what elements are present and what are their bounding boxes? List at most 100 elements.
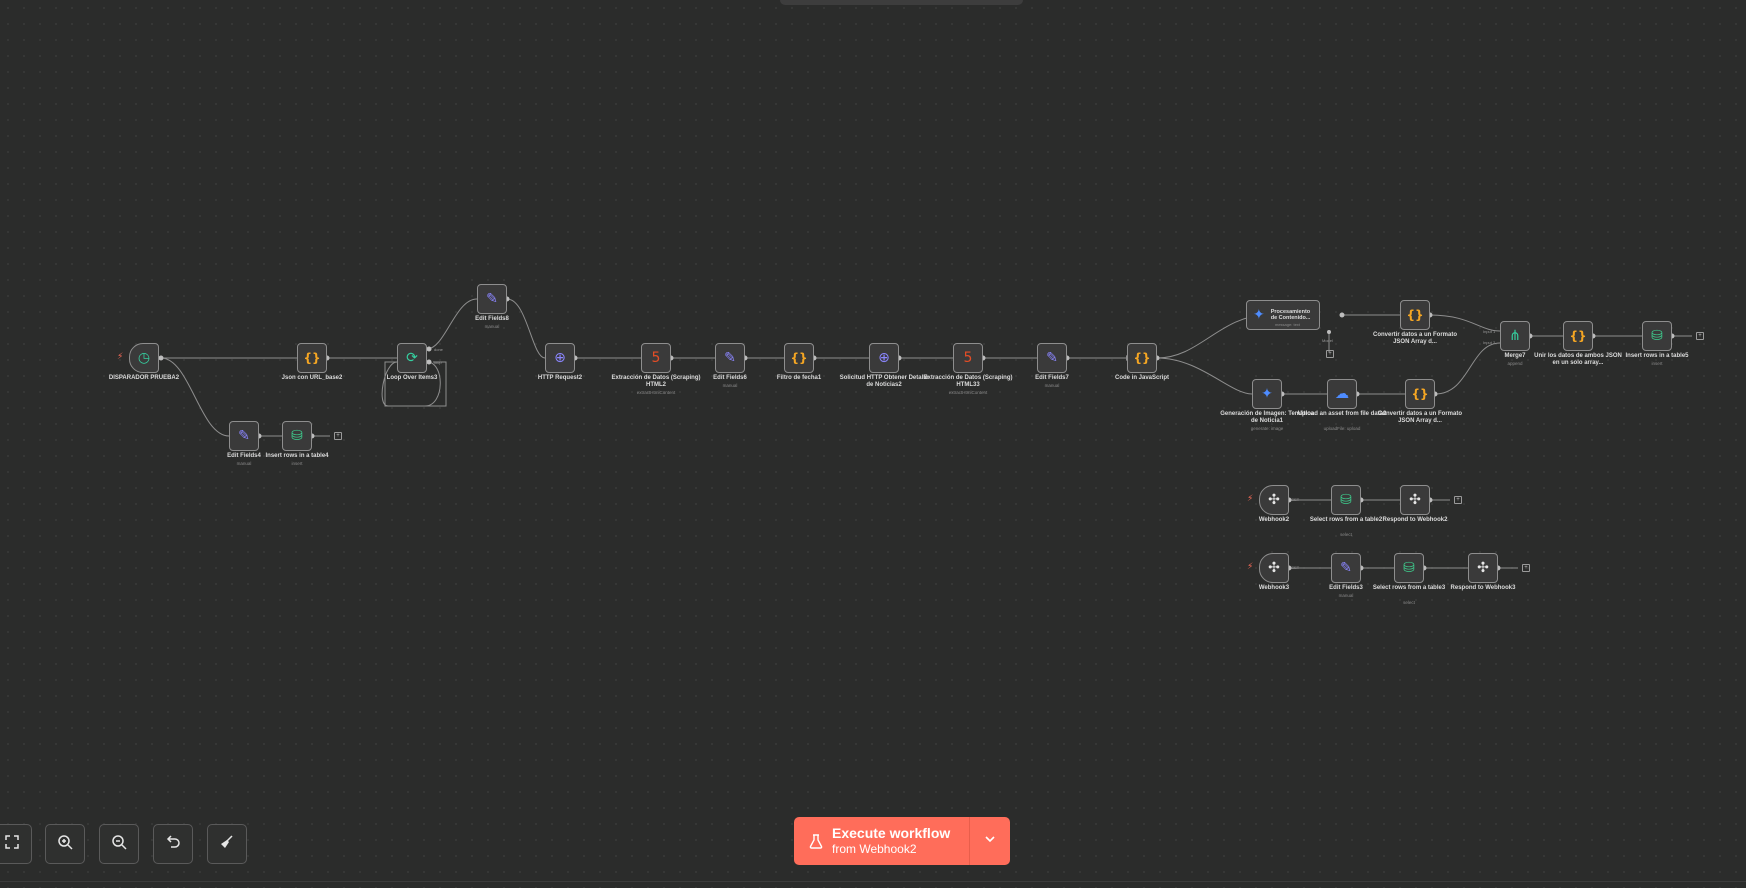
node-label: Filtro de fecha1 xyxy=(776,375,822,381)
workflow-node[interactable]: ✣ xyxy=(1468,553,1498,583)
status-divider xyxy=(0,881,1746,882)
node-label: Extracción de Datos (Scraping) HTML2 xyxy=(611,375,701,388)
flask-icon xyxy=(800,833,832,849)
node-subtitle: append xyxy=(1507,361,1523,366)
node-label: Merge7 xyxy=(1504,353,1526,359)
node-label: Upload an asset from file data2 xyxy=(1297,411,1387,417)
code-braces-icon: {} xyxy=(1569,329,1587,343)
workflow-node[interactable]: ⋔ xyxy=(1500,321,1530,351)
add-node-handle[interactable]: + xyxy=(1522,564,1530,572)
merge-icon: ⋔ xyxy=(1509,328,1521,344)
node-label: DISPARADOR PRUEBA2 xyxy=(108,375,180,381)
workflow-node[interactable]: 5 xyxy=(953,343,983,373)
workflow-node[interactable]: ⛁ xyxy=(1642,321,1672,351)
workflow-node[interactable]: {} xyxy=(784,343,814,373)
workflow-node[interactable]: ✣ xyxy=(1259,485,1289,515)
globe-icon: ⊕ xyxy=(878,350,890,366)
undo-icon xyxy=(165,834,181,855)
node-subtitle: manual xyxy=(484,324,500,329)
node-subtitle: manual xyxy=(1044,383,1060,388)
execute-workflow-label: Execute workflow xyxy=(832,825,951,841)
workflow-node[interactable]: ☁ xyxy=(1327,379,1357,409)
chevron-down-icon xyxy=(984,832,996,850)
node-label: Edit Fields7 xyxy=(1035,375,1069,381)
workflow-node[interactable]: {} xyxy=(1563,321,1593,351)
execute-workflow-button[interactable]: Execute workflow from Webhook2 xyxy=(794,817,1010,865)
code-braces-icon: {} xyxy=(303,351,321,365)
broom-icon xyxy=(219,834,235,855)
workflow-node[interactable]: ◷ xyxy=(129,343,159,373)
fit-view-button[interactable] xyxy=(0,824,32,864)
workflow-node[interactable]: ✎ xyxy=(477,284,507,314)
node-subtitle: manual xyxy=(722,383,738,388)
workflow-node[interactable]: ⛁ xyxy=(1394,553,1424,583)
workflow-node[interactable]: ⊕ xyxy=(869,343,899,373)
workflow-node[interactable]: ✦Procesamiento de Contenido...message: t… xyxy=(1246,300,1320,330)
workflow-node[interactable]: ⟳ xyxy=(397,343,427,373)
workflow-node[interactable]: ✦ xyxy=(1252,379,1282,409)
node-label: Edit Fields8 xyxy=(475,316,509,322)
port-label: done xyxy=(434,347,443,352)
zoom-out-button[interactable] xyxy=(99,824,139,864)
node-label: Extracción de Datos (Scraping) HTML33 xyxy=(923,375,1013,388)
workflow-node[interactable]: 5 xyxy=(641,343,671,373)
pencil-icon: ✎ xyxy=(1046,350,1058,366)
tidy-up-button[interactable] xyxy=(207,824,247,864)
node-label: Unir los datos de ambos JSON en un solo … xyxy=(1534,353,1622,366)
node-label: Select rows from a table2 xyxy=(1309,517,1383,523)
add-node-handle[interactable]: + xyxy=(1454,496,1462,504)
connection xyxy=(1434,342,1501,395)
port-label: GET xyxy=(1291,497,1300,502)
workflow-node[interactable]: {} xyxy=(1405,379,1435,409)
pencil-icon: ✎ xyxy=(486,291,498,307)
workflow-node[interactable]: ⛁ xyxy=(282,421,312,451)
workflow-node[interactable]: ✣ xyxy=(1259,553,1289,583)
execute-options-dropdown[interactable] xyxy=(970,817,1010,865)
node-label: Edit Fields4 xyxy=(227,453,261,459)
node-subtitle: insert xyxy=(1651,361,1663,366)
workflow-node[interactable]: ✎ xyxy=(1037,343,1067,373)
webhook-icon: ✣ xyxy=(1409,492,1421,508)
gemini-icon: ✦ xyxy=(1253,307,1265,323)
node-label: Respond to Webhook3 xyxy=(1450,585,1516,591)
connection xyxy=(160,357,230,437)
zoom-out-icon xyxy=(111,834,127,855)
node-label: Insert rows in a table5 xyxy=(1625,353,1689,359)
node-subtitle: extractHtmlContent xyxy=(636,390,676,395)
workflow-node[interactable]: ⊕ xyxy=(545,343,575,373)
loop-icon: ⟳ xyxy=(406,350,418,366)
workflow-node[interactable]: ⛁ xyxy=(1331,485,1361,515)
pencil-icon: ✎ xyxy=(1340,560,1352,576)
workflow-node[interactable]: ✣ xyxy=(1400,485,1430,515)
code-braces-icon: {} xyxy=(1406,308,1424,322)
add-node-handle[interactable]: + xyxy=(1326,350,1334,358)
trigger-bolt-icon: ⚡ xyxy=(1247,494,1254,504)
node-label: Convertir datos a un Formato JSON Array … xyxy=(1377,411,1462,424)
node-subtitle: insert xyxy=(291,461,303,466)
workflow-node[interactable]: {} xyxy=(297,343,327,373)
zoom-in-button[interactable] xyxy=(45,824,85,864)
database-icon: ⛁ xyxy=(291,428,303,444)
node-label: Code in JavaScript xyxy=(1114,375,1170,381)
node-subtitle: manual xyxy=(236,461,252,466)
add-node-handle[interactable]: + xyxy=(334,432,342,440)
node-subtitle: message: text xyxy=(1275,322,1300,327)
workflow-node[interactable]: ✎ xyxy=(715,343,745,373)
workflow-node[interactable]: {} xyxy=(1127,343,1157,373)
canvas-top-handle xyxy=(780,0,1023,5)
workflow-node[interactable]: ✎ xyxy=(1331,553,1361,583)
clock-icon: ◷ xyxy=(137,350,151,366)
node-label: HTTP Request2 xyxy=(537,375,583,381)
database-icon: ⛁ xyxy=(1403,560,1415,576)
workflow-node[interactable]: ✎ xyxy=(229,421,259,451)
zoom-in-icon xyxy=(57,834,73,855)
port-label: Input 2 xyxy=(1483,340,1496,345)
workflow-node[interactable]: {} xyxy=(1400,300,1430,330)
reset-zoom-button[interactable] xyxy=(153,824,193,864)
node-label: Solicitud HTTP Obtener Detalle de Notici… xyxy=(839,375,929,388)
html5-icon: 5 xyxy=(651,350,661,366)
node-label: Insert rows in a table4 xyxy=(265,453,329,459)
add-node-handle[interactable]: + xyxy=(1696,332,1704,340)
cloud-upload-icon: ☁ xyxy=(1335,386,1349,402)
